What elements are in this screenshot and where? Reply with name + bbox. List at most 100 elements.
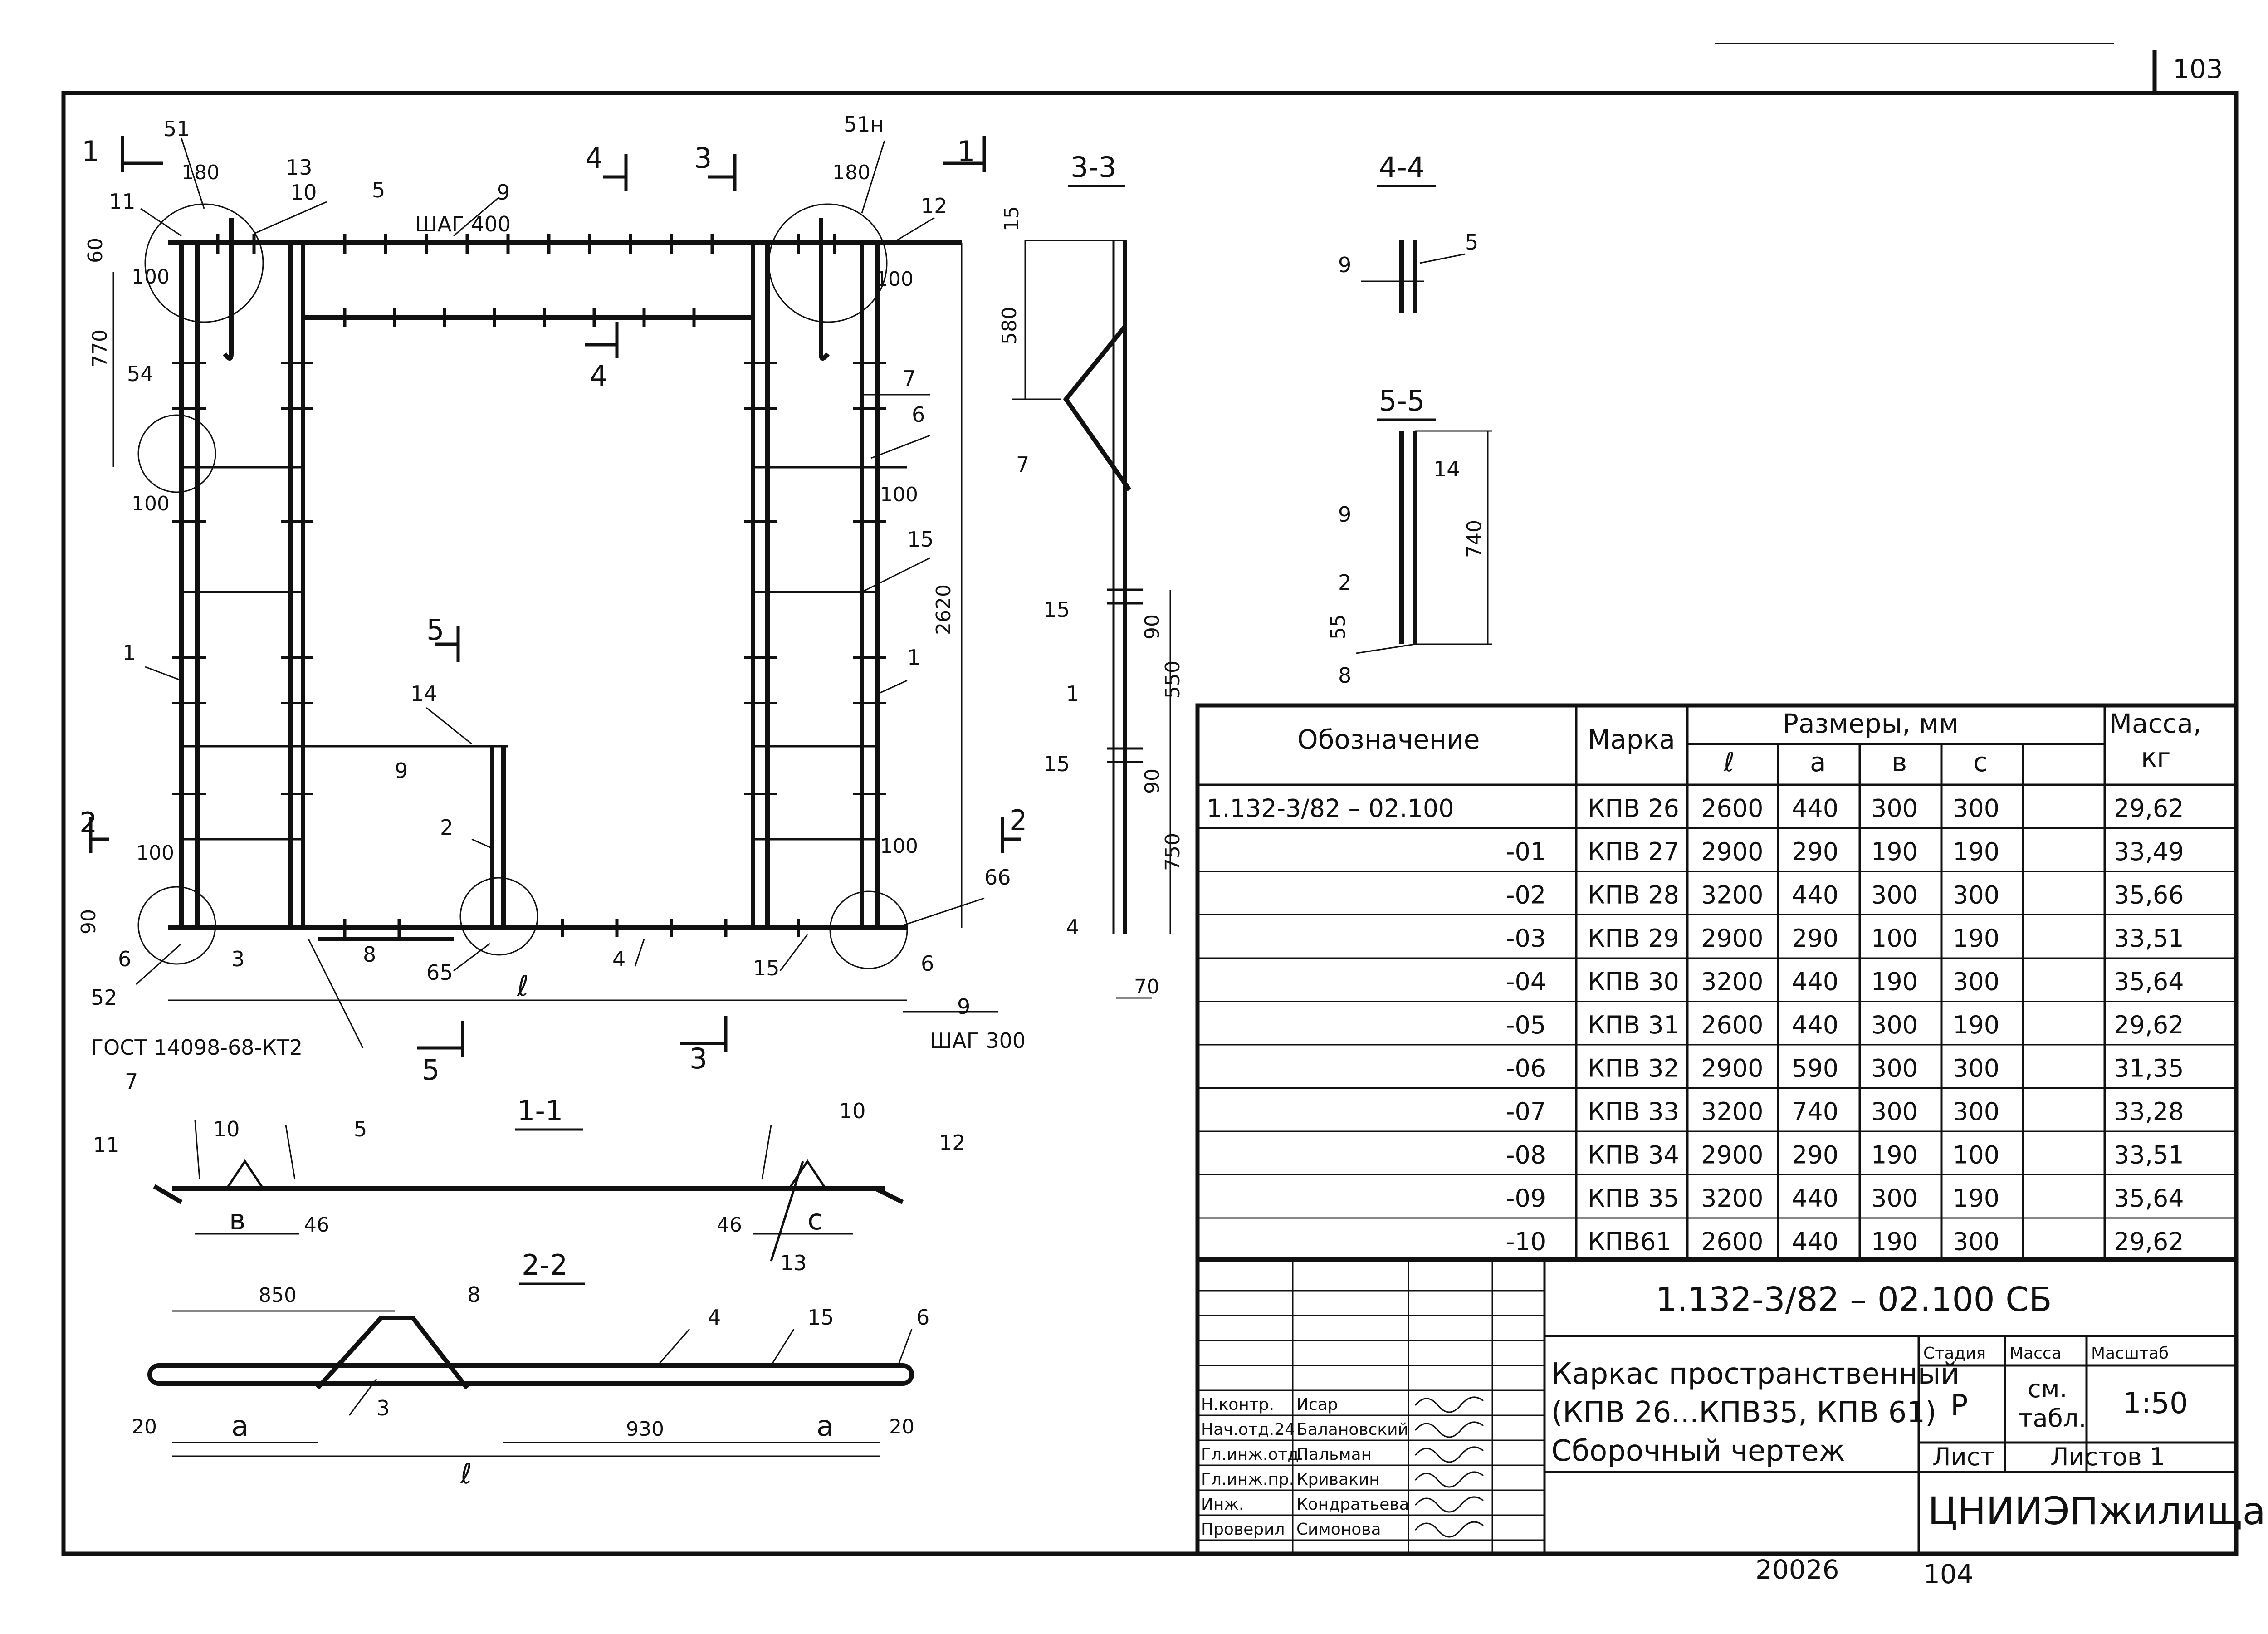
spec-cell-b: 300 — [1871, 794, 1918, 823]
spec-cell-b: 100 — [1871, 924, 1918, 953]
section-mark-3-bottom: 3 — [689, 1042, 707, 1075]
label-7: 7 — [903, 366, 916, 391]
dim-b: в — [229, 1203, 246, 1236]
sub-c: с — [1973, 747, 1988, 778]
label-15-a: 15 — [1043, 597, 1070, 622]
spec-cell-c: 190 — [1953, 837, 1999, 866]
title-block: 1.132-3/82 – 02.100 СБ Каркас пространст… — [1195, 1257, 2266, 1556]
spec-cell-mark: КПВ 34 — [1588, 1141, 1679, 1169]
dim-55: 55 — [1327, 614, 1350, 640]
spec-cell-c: 100 — [1953, 1141, 1999, 1169]
col-mark: Марка — [1588, 724, 1675, 755]
label-9: 9 — [497, 180, 510, 205]
section-mark-1-left: 1 — [82, 135, 99, 168]
spec-cell-b: 300 — [1871, 881, 1918, 910]
signature-name: Кондратьева — [1296, 1495, 1409, 1514]
handwritten-signature — [1414, 1446, 1484, 1463]
spec-cell-b: 300 — [1871, 1184, 1918, 1213]
spec-cell-mass: 31,35 — [2114, 1054, 2184, 1083]
spec-cell-designation: -04 — [1506, 968, 1546, 996]
spec-cell-designation: -02 — [1506, 881, 1546, 910]
dim-90: 90 — [77, 909, 100, 934]
spec-cell-mass: 35,64 — [2114, 1184, 2184, 1213]
sub-b: в — [1892, 747, 1907, 778]
dim-15: 15 — [1000, 206, 1023, 231]
spec-cell-l: 2900 — [1701, 837, 1763, 866]
signature-role: Проверил — [1201, 1520, 1285, 1539]
label-8: 8 — [467, 1282, 480, 1307]
spec-cell-mark: КПВ 26 — [1588, 794, 1679, 823]
spec-cell-a: 440 — [1792, 1228, 1838, 1256]
spec-cell-a: 590 — [1792, 1054, 1838, 1083]
gost-note: ГОСТ 14098-68-КТ2 — [91, 1035, 303, 1060]
label-8: 8 — [363, 942, 376, 967]
label-3: 3 — [231, 947, 244, 971]
dim-a-2: а — [816, 1409, 834, 1443]
dim-100-d: 100 — [880, 483, 918, 506]
label-2: 2 — [1338, 570, 1351, 595]
sheet-label: Лист — [1932, 1443, 1994, 1471]
col-mass: Масса, — [2109, 708, 2201, 739]
dim-750: 750 — [1161, 833, 1184, 871]
dim-20-a: 20 — [132, 1415, 157, 1438]
signature-role: Нач.отд.24 — [1201, 1420, 1295, 1439]
spec-cell-l: 2900 — [1701, 1141, 1763, 1169]
spec-cell-b: 190 — [1871, 1141, 1918, 1169]
signature-role: Гл.инж.пр. — [1201, 1470, 1294, 1489]
sheets-label: Листов 1 — [2050, 1443, 2165, 1471]
section-mark-3-top: 3 — [694, 142, 712, 175]
spec-cell-a: 440 — [1792, 1184, 1838, 1213]
dim-a-1: а — [231, 1409, 249, 1443]
section-mark-1-right: 1 — [957, 135, 975, 168]
spec-cell-c: 190 — [1953, 924, 1999, 953]
spec-cell-c: 300 — [1953, 794, 1999, 823]
label-2: 2 — [440, 815, 453, 840]
spec-cell-a: 440 — [1792, 1011, 1838, 1039]
spec-table: Обозначение Марка Размеры, мм Масса, кг … — [1195, 703, 2239, 1262]
label-54: 54 — [127, 362, 154, 386]
spec-cell-mass: 33,51 — [2114, 1141, 2184, 1169]
label-15: 15 — [807, 1305, 834, 1330]
label-9-mid: 9 — [395, 758, 408, 783]
label-14: 14 — [411, 681, 437, 706]
mass-value-2: табл. — [2019, 1404, 2087, 1433]
label-4: 4 — [1066, 915, 1079, 939]
scale-label: Масштаб — [2091, 1344, 2169, 1363]
dim-930: 930 — [626, 1418, 664, 1441]
handwritten-signature — [1414, 1471, 1484, 1488]
label-6: 6 — [912, 402, 925, 427]
handwritten-signature — [1414, 1396, 1484, 1413]
dim-90-b: 90 — [1141, 768, 1164, 794]
spec-cell-a: 290 — [1792, 837, 1838, 866]
dim-70: 70 — [1134, 975, 1159, 998]
label-6-right: 6 — [921, 951, 934, 976]
signature-name: Симонова — [1296, 1520, 1381, 1539]
spec-cell-mark: КПВ 35 — [1588, 1184, 1679, 1213]
section-mark-2-right: 2 — [1009, 804, 1027, 837]
organization: ЦНИИЭПжилища — [1928, 1489, 2266, 1533]
section-1-1: 1-1 7 10 5 10 11 12 13 в 46 46 с — [93, 1069, 966, 1275]
spec-cell-b: 190 — [1871, 837, 1918, 866]
spec-cell-mass: 33,49 — [2114, 837, 2184, 866]
label-9: 9 — [1338, 502, 1351, 527]
dim-100-b: 100 — [875, 268, 914, 291]
dim-180-right: 180 — [832, 161, 870, 184]
section-5-5-title: 5-5 — [1379, 384, 1425, 417]
spec-cell-designation: -06 — [1506, 1054, 1546, 1083]
dim-46-b: 46 — [717, 1213, 742, 1237]
step-300: ШАГ 300 — [930, 1028, 1026, 1053]
dim-100-c: 100 — [132, 492, 170, 515]
spec-cell-mark: КПВ 31 — [1588, 1011, 1679, 1039]
dim-100-e: 100 — [136, 841, 174, 865]
label-1-left: 1 — [122, 641, 136, 665]
label-12: 12 — [939, 1130, 966, 1155]
label-51n: 51н — [844, 112, 884, 137]
label-10-b: 10 — [839, 1099, 866, 1123]
label-4: 4 — [612, 947, 626, 971]
dim-l: ℓ — [517, 969, 529, 1003]
dim-550: 550 — [1161, 660, 1184, 699]
spec-cell-designation: -09 — [1506, 1184, 1546, 1213]
handwritten-signature — [1414, 1421, 1484, 1438]
dim-20-b: 20 — [889, 1415, 914, 1438]
